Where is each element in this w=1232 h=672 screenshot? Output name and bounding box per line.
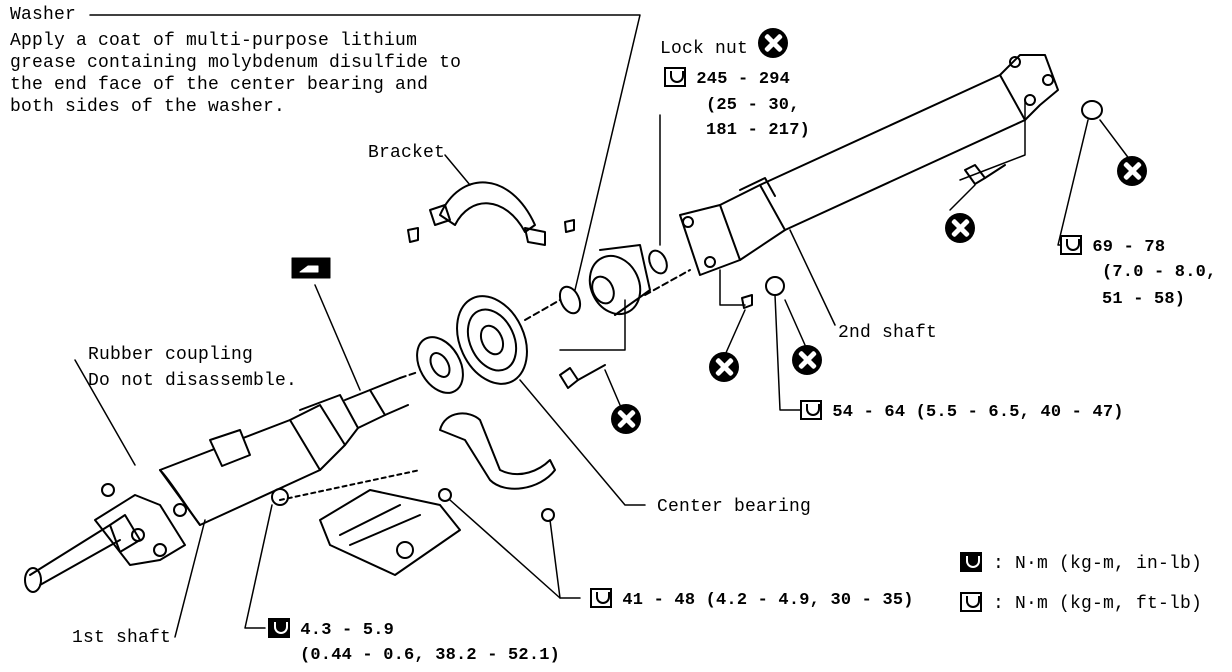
small-torque-line2: (0.44 - 0.6, 38.2 - 52.1) [300, 646, 561, 665]
lower-bracket-drawing [279, 412, 556, 576]
leader-lines [74, 14, 1131, 638]
mid-torque: 54 - 64 (5.5 - 6.5, 40 - 47) [800, 400, 1124, 424]
replace-part-icon [792, 345, 822, 375]
second-shaft-drawing [644, 54, 1059, 296]
small-torque: 4.3 - 5.9 [268, 618, 394, 642]
replace-part-icon [611, 404, 641, 434]
bracket-drawing [407, 181, 575, 246]
washer-title: Washer [10, 5, 77, 25]
legend-in-lb-text: : N·m (kg-m, in-lb) [993, 554, 1203, 574]
mid-torque-text: 54 - 64 (5.5 - 6.5, 40 - 47) [832, 403, 1124, 422]
torque-wrench-icon [960, 552, 982, 572]
replace-part-icon [758, 28, 788, 58]
flange-drawing [558, 244, 668, 316]
torque-wrench-icon [664, 67, 686, 87]
bottom-torque: 41 - 48 (4.2 - 4.9, 30 - 35) [590, 588, 914, 612]
torque-wrench-icon [268, 618, 290, 638]
lock-nut-torque: 245 - 294 [664, 67, 790, 91]
right-nut-torque-line1: 69 - 78 [1092, 238, 1166, 257]
second-shaft-label: 2nd shaft [838, 323, 938, 343]
legend-in-lb: : N·m (kg-m, in-lb) [960, 552, 1202, 575]
torque-wrench-icon [1060, 235, 1082, 255]
grease-icon [291, 257, 331, 279]
lock-nut-label: Lock nut [660, 39, 749, 59]
rubber-coupling-label: Rubber coupling [88, 345, 254, 365]
replace-part-icon [1117, 156, 1147, 186]
first-shaft-label: 1st shaft [72, 628, 172, 648]
legend-ft-lb-text: : N·m (kg-m, ft-lb) [993, 594, 1203, 614]
small-torque-line1: 4.3 - 5.9 [300, 621, 395, 640]
rubber-coupling-note: Do not disassemble. [88, 371, 298, 391]
legend-ft-lb: : N·m (kg-m, ft-lb) [960, 592, 1202, 615]
lock-nut-torque-line1: 245 - 294 [696, 70, 791, 89]
center-bearing-drawing [399, 295, 561, 394]
right-nut-torque: 69 - 78 [1060, 235, 1165, 259]
lock-nut-torque-line3: 181 - 217) [706, 121, 811, 140]
replace-part-icon [945, 213, 975, 243]
first-shaft-drawing [24, 377, 409, 593]
bottom-torque-text: 41 - 48 (4.2 - 4.9, 30 - 35) [622, 591, 914, 610]
torque-wrench-icon [800, 400, 822, 420]
bracket-label: Bracket [368, 143, 446, 163]
right-nut-torque-line3: 51 - 58) [1102, 290, 1186, 309]
lock-nut-torque-line2: (25 - 30, [706, 96, 800, 115]
center-bearing-label: Center bearing [657, 497, 812, 517]
washer-note: Apply a coat of multi-purpose lithium gr… [10, 31, 462, 117]
torque-wrench-icon [590, 588, 612, 608]
torque-wrench-icon [960, 592, 982, 612]
right-nut-torque-line2: (7.0 - 8.0, [1102, 263, 1217, 282]
replace-part-icon [709, 352, 739, 382]
